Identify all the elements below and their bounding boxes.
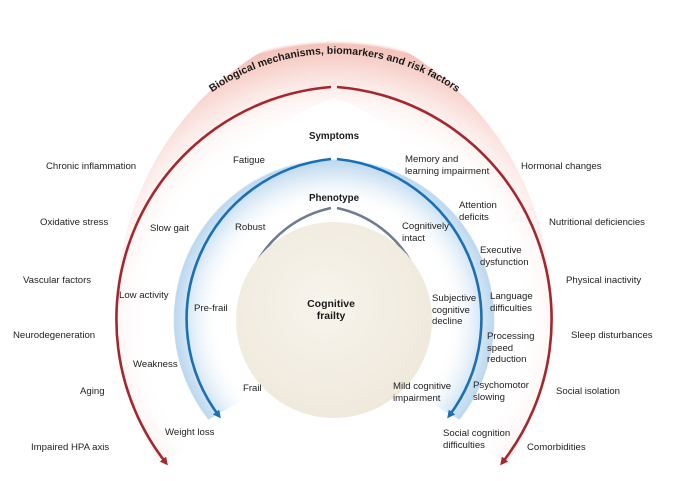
risk-factor-label: Sleep disturbances — [571, 330, 653, 341]
risk-factor-label: Chronic inflammation — [46, 161, 137, 172]
phenotype-label: Pre-frail — [194, 303, 228, 314]
bottom-wedge — [178, 420, 490, 481]
risk-factor-label: Physical inactivity — [566, 275, 642, 286]
center-circle — [236, 222, 432, 418]
symptom-label: Slow gait — [150, 223, 189, 234]
phenotype-title: Phenotype — [308, 193, 360, 204]
risk-factor-label: Hormonal changes — [521, 161, 602, 172]
symptom-label: Fatigue — [233, 155, 265, 166]
outer-arc-left — [115, 85, 332, 466]
risk-factor-label: Vascular factors — [23, 275, 92, 286]
symptom-label: Low activity — [119, 290, 169, 301]
risk-factor-label: Nutritional deficiencies — [549, 217, 645, 228]
symptoms-glow — [173, 158, 495, 420]
symptoms-title: Symptoms — [308, 131, 360, 142]
symptom-label: Weight loss — [165, 427, 215, 438]
risk-factor-label: Impaired HPA axis — [31, 442, 110, 453]
outer-arc-right — [336, 85, 553, 466]
risk-factor-label: Social isolation — [556, 386, 620, 397]
risk-factor-label: Aging — [80, 386, 105, 397]
outer-glow — [116, 20, 552, 464]
risk-factor-label: Comorbidities — [527, 442, 586, 453]
risk-factor-label: Neurodegeneration — [13, 330, 96, 341]
risk-factor-label: Oxidative stress — [40, 217, 109, 228]
center-title: Cognitive frailty — [307, 298, 355, 322]
phenotype-label: Frail — [243, 383, 262, 394]
symptoms-arc-right — [336, 157, 483, 419]
phenotype-label: Robust — [235, 222, 266, 233]
symptoms-arc-left — [185, 157, 332, 419]
symptom-label: Weakness — [133, 359, 178, 370]
